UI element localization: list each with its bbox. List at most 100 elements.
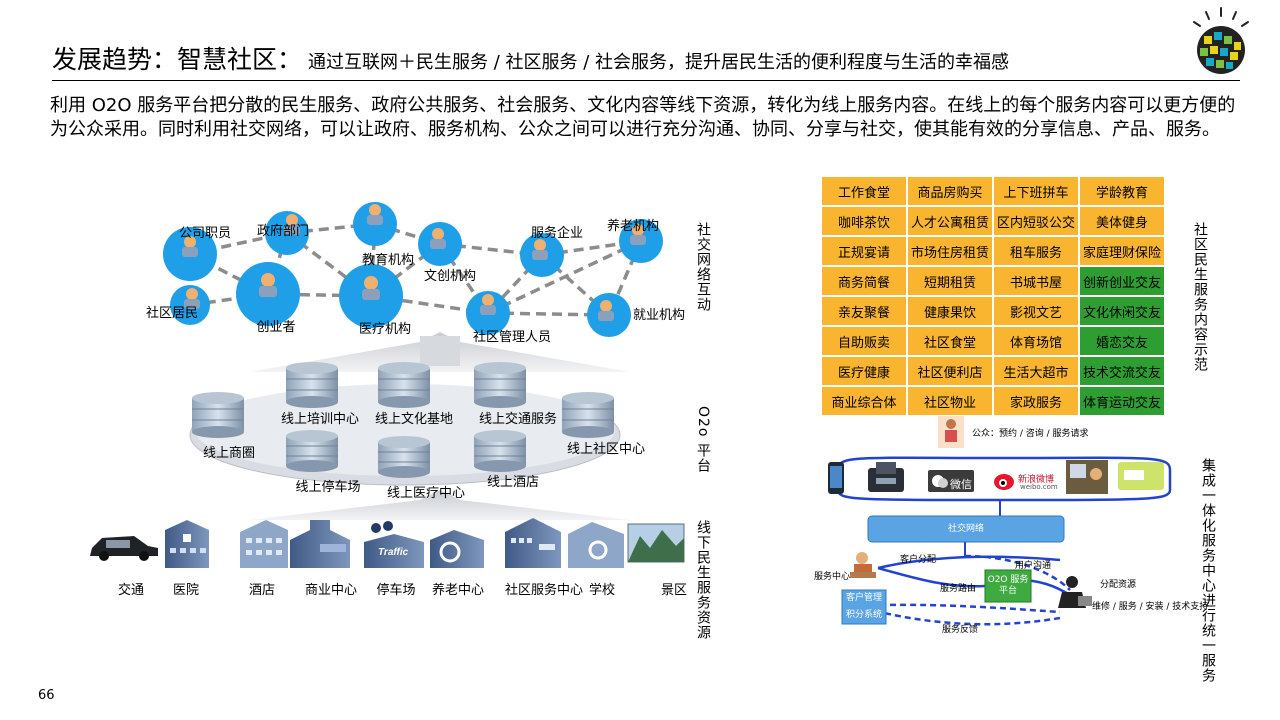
- resource-label-scenic: 景区: [660, 583, 688, 598]
- hotel-building-icon: [240, 520, 288, 568]
- service-cell: 上下班拼车: [993, 176, 1079, 206]
- service-cell: 学龄教育: [1079, 176, 1165, 206]
- side-label-integration: 集成一体化服务中心进行统一服务: [1200, 458, 1216, 683]
- service-cell: 正规宴请: [821, 236, 907, 266]
- side-label-social-interaction: 社交网络互动: [695, 222, 711, 312]
- node-label-education: 教育机构: [361, 253, 415, 268]
- resource-label-school: 学校: [588, 583, 616, 598]
- intro-paragraph: 利用 O2O 服务平台把分散的民生服务、政府公共服务、社会服务、文化内容等线下资…: [50, 95, 1236, 140]
- database-cylinders: [192, 362, 614, 478]
- service-cell: 家庭理财保险: [1079, 236, 1165, 266]
- service-center-person-icon: [850, 552, 876, 578]
- resource-label-parking: 停车场: [376, 583, 416, 598]
- social-network-nodes: [163, 202, 663, 337]
- service-cell: 社区物业: [907, 386, 993, 416]
- node-label-community-manager: 社区管理人员: [472, 330, 552, 345]
- service-cell: 体育场馆: [993, 326, 1079, 356]
- resource-label-elderly-center: 养老中心: [431, 583, 485, 598]
- platform-label-culture-base: 线上文化基地: [374, 412, 454, 427]
- service-cell: 商业综合体: [821, 386, 907, 416]
- service-cell: 自助贩卖: [821, 326, 907, 356]
- hospital-building-icon: [165, 520, 209, 568]
- service-cell: 健康果饮: [907, 296, 993, 326]
- page-title: 发展趋势：智慧社区：通过互联网＋民生服务 / 社区服务 / 社会服务，提升居民生…: [52, 40, 1009, 76]
- wechat-logo-icon: [928, 470, 974, 492]
- service-routing-label: 服务路由: [940, 584, 977, 594]
- mobile-phone-icon: [828, 462, 844, 494]
- service-cell: 租车服务: [993, 236, 1079, 266]
- resource-label-hotel: 酒店: [248, 583, 276, 598]
- node-label-elderly-care: 养老机构: [606, 219, 660, 234]
- public-user-icon: [938, 416, 964, 448]
- side-label-services-demo: 社区民生服务内容示范: [1192, 222, 1208, 372]
- resource-types-label: 维修 / 服务 / 安装 / 技术支持: [1092, 602, 1209, 612]
- service-cell: 家政服务: [993, 386, 1079, 416]
- pos-terminal-icon: [868, 462, 904, 492]
- service-cell: 社区便利店: [907, 356, 993, 386]
- customer-management-box: [841, 589, 887, 625]
- service-cell: 区内短驳公交: [993, 206, 1079, 236]
- service-cell: 商务简餐: [821, 266, 907, 296]
- node-label-medical: 医疗机构: [358, 322, 412, 337]
- node-label-government: 政府部门: [256, 224, 310, 239]
- points-system-label: 积分系统: [845, 610, 882, 620]
- platform-label-medical-center: 线上医疗中心: [386, 486, 466, 501]
- channels-bracket: [836, 456, 1172, 502]
- service-cell: 亲友聚餐: [821, 296, 907, 326]
- node-label-service-enterprise: 服务企业: [530, 226, 584, 241]
- social-network-bar-label: 社交网络: [947, 523, 984, 534]
- service-cell: 短期租赁: [907, 266, 993, 296]
- parking-icon: Traffic: [364, 521, 424, 568]
- node-label-residents: 社区居民: [145, 306, 199, 321]
- side-label-offline-resources: 线下民生服务资源: [695, 520, 711, 640]
- service-cell: 社区食堂: [907, 326, 993, 356]
- resource-label-community-service: 社区服务中心: [504, 583, 584, 598]
- service-cell: 体育运动交友: [1079, 386, 1165, 416]
- service-cell: 人才公寓租赁: [907, 206, 993, 236]
- service-center-label: 服务中心: [814, 572, 851, 582]
- service-cell: 美体健身: [1079, 206, 1165, 236]
- service-cell: 市场住房租赁: [907, 236, 993, 266]
- services-grid: 工作食堂商品房购买上下班拼车学龄教育咖啡茶饮人才公寓租赁区内短驳公交美体健身正规…: [821, 176, 1165, 416]
- company-logo-icon: [1193, 7, 1249, 74]
- weibo-label: 新浪微博: [1018, 475, 1055, 485]
- community-center-icon: [505, 518, 561, 568]
- customer-management-label: 客户管理: [845, 593, 882, 603]
- node-label-entrepreneur: 创业者: [256, 320, 296, 335]
- resource-label-hospital: 医院: [172, 583, 200, 598]
- platform-label-community-center: 线上社区中心: [566, 442, 646, 457]
- node-label-employment: 就业机构: [632, 308, 686, 323]
- transit-card-icon: [1118, 462, 1164, 490]
- customer-assign-label: 客户分配: [900, 555, 937, 565]
- elderly-center-icon: [430, 530, 484, 568]
- o2o-platform-box-label: O2O 服务平台: [987, 575, 1029, 596]
- platform-label-hotel: 线上酒店: [486, 475, 540, 490]
- school-icon: [568, 522, 624, 568]
- node-label-cultural: 文创机构: [423, 269, 477, 284]
- kiosk-photo-icon: [1066, 460, 1108, 494]
- page-title-main: 发展趋势：智慧社区：: [52, 45, 303, 74]
- platform-label-business-district: 线上商圈: [202, 446, 256, 461]
- weibo-url-label: weibo.com: [1020, 483, 1058, 491]
- service-cell: 生活大超市: [993, 356, 1079, 386]
- resource-label-commercial: 商业中心: [304, 583, 358, 598]
- platform-label-training: 线上培训中心: [280, 412, 360, 427]
- service-cell: 医疗健康: [821, 356, 907, 386]
- weibo-logo-icon: [994, 474, 1014, 490]
- service-cell: 书城书屋: [993, 266, 1079, 296]
- o2o-platform-box: [984, 569, 1032, 603]
- service-cell: 商品房购买: [907, 176, 993, 206]
- scenic-area-icon: [627, 523, 685, 563]
- service-cell: 咖啡茶饮: [821, 206, 907, 236]
- public-request-label: 公众：预约 / 咨询 / 服务请求: [972, 429, 1089, 439]
- wechat-label: 微信: [950, 478, 972, 491]
- service-cell: 婚恋交友: [1079, 326, 1165, 356]
- person-icons: [182, 204, 646, 321]
- service-feedback-label: 服务反馈: [942, 625, 979, 635]
- commercial-center-icon: [290, 520, 350, 568]
- title-divider: [52, 80, 1240, 81]
- allocate-resources-label: 分配资源: [1100, 580, 1137, 590]
- resource-label-transport: 交通: [117, 583, 145, 598]
- page-title-subtitle: 通过互联网＋民生服务 / 社区服务 / 社会服务，提升居民生活的便利程度与生活的…: [308, 52, 1010, 73]
